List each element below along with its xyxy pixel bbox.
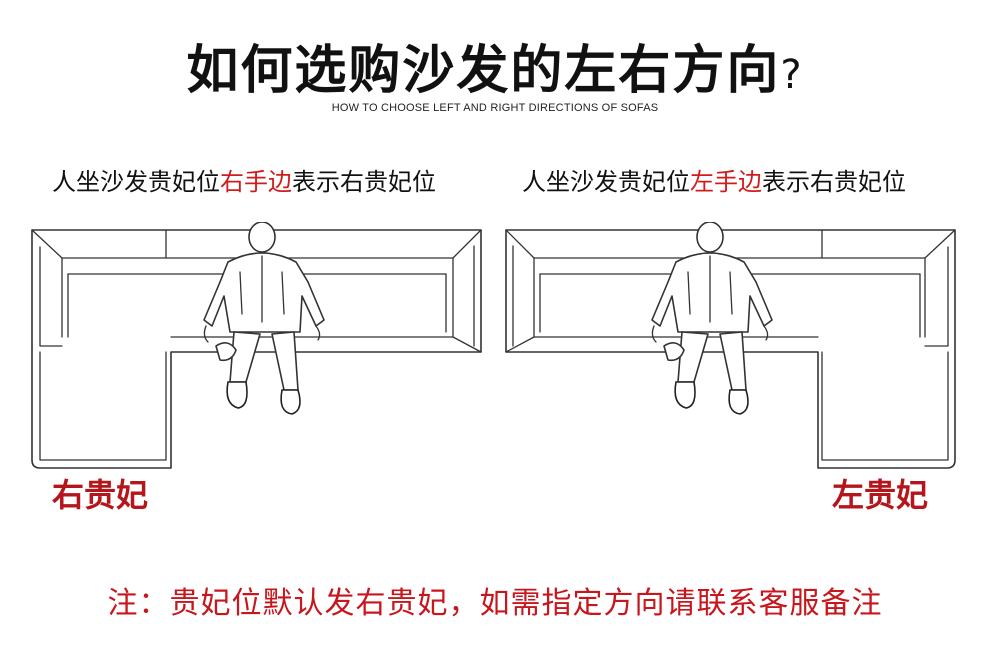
right-chaise-label: 左贵妃 — [832, 476, 929, 514]
title-question-mark: ? — [780, 52, 804, 98]
title-text: 如何选购沙发的左右方向 — [186, 41, 781, 101]
left-caption-prefix: 人坐沙发贵妃位 — [52, 168, 220, 196]
left-caption-suffix: 表示右贵妃位 — [292, 168, 436, 196]
page-title: 如何选购沙发的左右方向? — [0, 28, 990, 103]
right-caption-suffix: 表示右贵妃位 — [762, 168, 906, 196]
seated-person-figure — [651, 222, 773, 415]
page-subtitle: HOW TO CHOOSE LEFT AND RIGHT DIRECTIONS … — [331, 102, 659, 114]
left-caption: 人坐沙发贵妃位右手边表示右贵妃位 — [52, 162, 436, 197]
left-chaise-label: 右贵妃 — [52, 476, 149, 514]
left-caption-highlight: 右手边 — [220, 168, 292, 196]
footer-note: 注：贵妃位默认发右贵妃，如需指定方向请联系客服备注 — [107, 586, 883, 621]
right-caption-prefix: 人坐沙发贵妃位 — [522, 168, 690, 196]
seated-person-figure — [203, 222, 325, 415]
left-sofa-diagram — [31, 222, 482, 469]
right-caption-highlight: 左手边 — [690, 168, 762, 196]
sofa-drawing — [31, 229, 482, 469]
right-caption: 人坐沙发贵妃位左手边表示右贵妃位 — [522, 162, 906, 197]
right-sofa-diagram — [505, 222, 956, 469]
